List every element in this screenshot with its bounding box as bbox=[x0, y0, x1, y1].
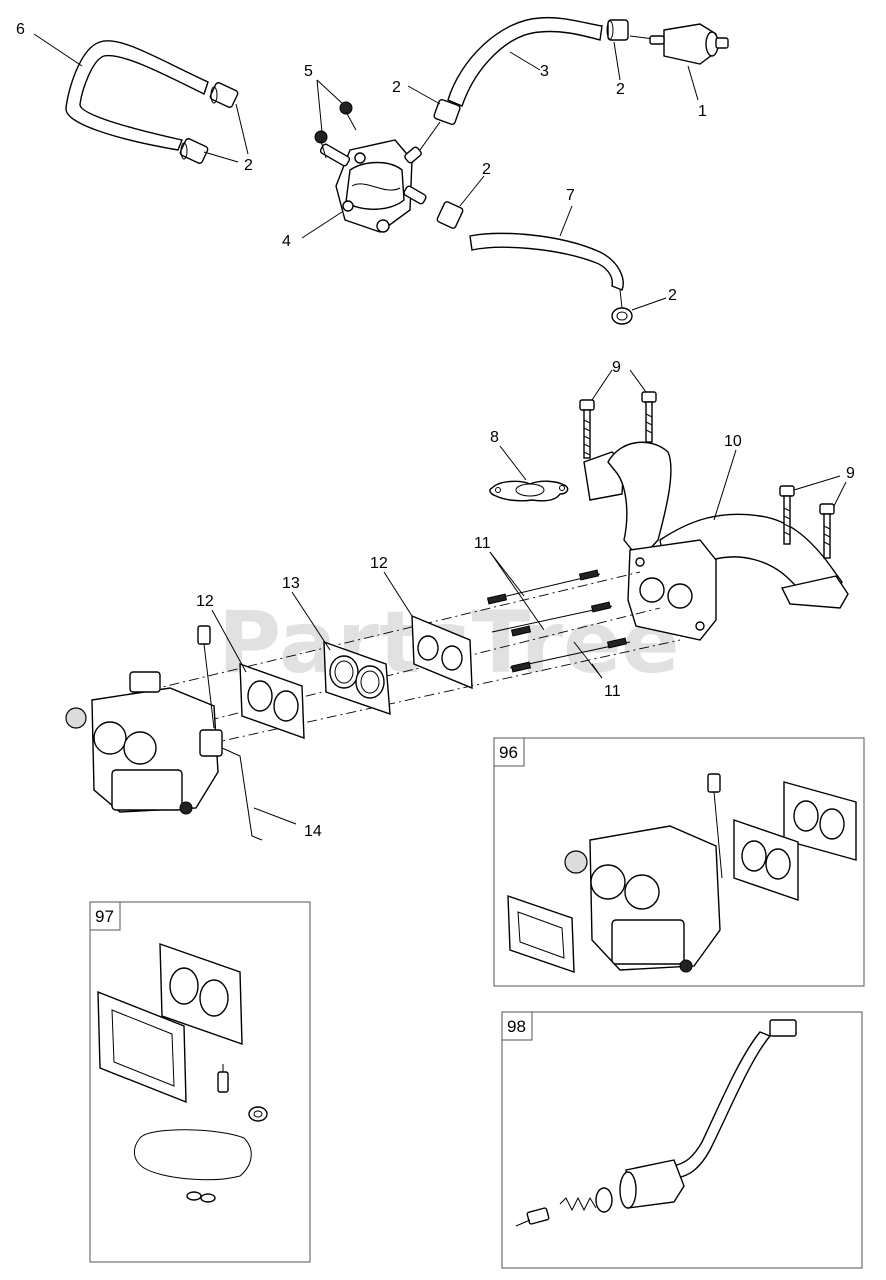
callout-6: 6 bbox=[16, 21, 25, 38]
manifold-bolt-9b[interactable] bbox=[641, 391, 657, 443]
kit-98-label: 98 bbox=[507, 1017, 526, 1036]
pump-screw-5b[interactable] bbox=[314, 130, 328, 159]
callout-5: 5 bbox=[304, 63, 313, 80]
hose-clamp-upper[interactable] bbox=[209, 82, 239, 108]
carb-gasket-12-left[interactable] bbox=[239, 662, 305, 740]
kit-97-washer[interactable] bbox=[248, 1106, 268, 1122]
callout-2-end: 2 bbox=[668, 287, 677, 304]
manifold-bolt-9d[interactable] bbox=[819, 503, 835, 559]
hose-clamp-outlet[interactable] bbox=[436, 201, 464, 229]
intake-manifold-10[interactable] bbox=[583, 441, 849, 641]
manifold-bolt-9c[interactable] bbox=[779, 485, 795, 545]
kit-96-carburetor[interactable] bbox=[564, 773, 723, 973]
callout-12-left: 12 bbox=[196, 593, 214, 610]
stud-11a[interactable] bbox=[486, 569, 601, 605]
fuel-filter-1[interactable] bbox=[629, 23, 729, 65]
callout-4: 4 bbox=[282, 233, 291, 250]
kit-98-panel: 98 bbox=[501, 1011, 863, 1269]
kit-96-gasket-c[interactable] bbox=[507, 895, 575, 973]
choke-sensor-lead[interactable] bbox=[197, 625, 215, 729]
leader-lines bbox=[33, 33, 847, 825]
kit-98-plunger[interactable] bbox=[515, 1207, 550, 1227]
kit-97-bowl-gasket[interactable] bbox=[134, 1129, 252, 1181]
kit-98-solenoid[interactable] bbox=[595, 1019, 797, 1213]
carb-spacer-13[interactable] bbox=[323, 640, 391, 716]
link-rod-14[interactable] bbox=[221, 747, 263, 841]
callout-10: 10 bbox=[724, 433, 742, 450]
kit-97-o-rings[interactable] bbox=[186, 1191, 216, 1203]
callout-14: 14 bbox=[304, 823, 322, 840]
kit-96-gasket-b[interactable] bbox=[733, 819, 799, 901]
kit-96-gasket-a[interactable] bbox=[783, 781, 857, 861]
hose-clamp-filter[interactable] bbox=[606, 19, 629, 41]
kit-97-gasket-a[interactable] bbox=[159, 943, 243, 1045]
callout-2-mid: 2 bbox=[392, 79, 401, 96]
callout-8: 8 bbox=[490, 429, 499, 446]
callout-2-lower-left: 2 bbox=[244, 157, 253, 174]
kit-97-panel: 97 bbox=[89, 901, 311, 1263]
hose-clamp-mid[interactable] bbox=[419, 98, 461, 151]
kit-97-needle-valve[interactable] bbox=[217, 1064, 229, 1093]
callout-7: 7 bbox=[566, 187, 575, 204]
callout-1: 1 bbox=[698, 103, 707, 120]
callout-labels: 6 2 5 2 3 2 1 4 2 7 2 9 8 10 9 11 11 12 … bbox=[16, 21, 855, 840]
hose-clamp-end[interactable] bbox=[611, 289, 633, 325]
fuel-pump-4[interactable] bbox=[319, 139, 428, 233]
callout-9-right: 9 bbox=[846, 465, 855, 482]
manifold-bolt-9a[interactable] bbox=[579, 399, 595, 459]
stud-11b[interactable] bbox=[491, 601, 613, 637]
callout-2-filter: 2 bbox=[616, 81, 625, 98]
kit-97-label: 97 bbox=[95, 907, 114, 926]
callout-13: 13 bbox=[282, 575, 300, 592]
manifold-gasket-8[interactable] bbox=[489, 480, 569, 502]
callout-2-outlet: 2 bbox=[482, 161, 491, 178]
fuel-hose-7[interactable] bbox=[469, 232, 624, 291]
fuel-hose-6[interactable] bbox=[65, 40, 209, 151]
hose-clamp-lower[interactable] bbox=[179, 138, 209, 164]
callout-3: 3 bbox=[540, 63, 549, 80]
callout-12-right: 12 bbox=[370, 555, 388, 572]
carb-gasket-12-right[interactable] bbox=[411, 614, 473, 690]
pump-screw-5a[interactable] bbox=[339, 101, 357, 131]
callout-11-lower: 11 bbox=[604, 683, 621, 700]
callout-11-upper: 11 bbox=[474, 535, 491, 552]
kit-97-gasket-b[interactable] bbox=[97, 990, 187, 1104]
carburetor-assembly[interactable] bbox=[65, 671, 223, 815]
kit-96-label: 96 bbox=[499, 743, 518, 762]
stud-11c[interactable] bbox=[509, 637, 631, 673]
kit-98-spring[interactable] bbox=[559, 1196, 597, 1212]
fuel-hose-3[interactable] bbox=[447, 16, 603, 107]
callout-9-top: 9 bbox=[612, 359, 621, 376]
